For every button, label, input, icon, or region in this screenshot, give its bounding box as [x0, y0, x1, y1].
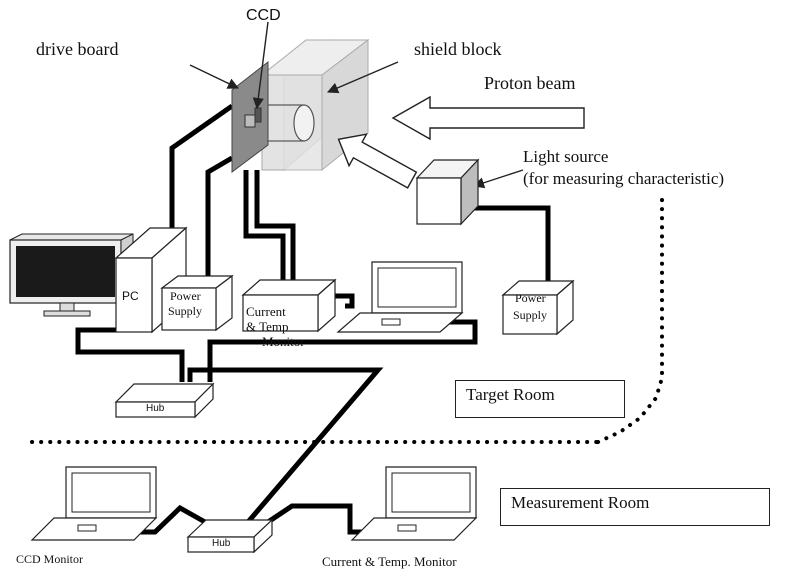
arrow-shield-block	[326, 61, 399, 94]
current-temp-monitor-box	[241, 278, 337, 333]
power-supply-right-label-2: Supply	[513, 308, 548, 322]
pc-label: PC	[122, 289, 139, 303]
hub-top-box	[114, 382, 215, 419]
arrow-light-source	[472, 169, 524, 189]
light-source-sublabel: (for measuring characteristic)	[523, 169, 725, 188]
power-supply-right-label-1: Power	[515, 291, 546, 305]
arrow-drive-board	[189, 64, 240, 89]
current-temp-monitor-label: Current & Temp. Monitor	[322, 554, 457, 569]
hub-top-label: Hub	[146, 403, 165, 414]
laptop-target-room	[336, 261, 464, 333]
target-room-label: Target Room	[455, 380, 625, 418]
cable-pc-to-board	[169, 103, 234, 230]
power-supply-left-label-2: Supply	[168, 304, 203, 318]
hub-bottom-box	[186, 518, 274, 554]
cable-power-to-board	[205, 155, 234, 280]
current-temp-label-1: Current	[246, 304, 286, 319]
laptop-ccd-monitor	[30, 466, 158, 541]
power-supply-right	[501, 279, 575, 336]
shield-block-label: shield block	[414, 39, 502, 59]
proton-beam-label: Proton beam	[484, 73, 576, 93]
cable-laptop-to-hub	[207, 319, 478, 382]
laptop-current-temp-monitor	[350, 466, 478, 541]
cable-hub-to-ct-laptop	[266, 503, 368, 535]
desktop-monitor	[9, 233, 134, 317]
ccd-label: CCD	[246, 7, 281, 24]
cable-pc-to-hub	[75, 327, 185, 382]
proton-beam-arrow	[391, 95, 585, 141]
current-temp-label-3: Monitor	[262, 334, 305, 349]
light-source-label: Light source	[523, 147, 609, 166]
pointer-arrows	[189, 21, 524, 189]
arrow-ccd	[252, 21, 269, 110]
drive-board-label: drive board	[36, 39, 119, 59]
power-supply-left	[160, 274, 234, 332]
light-arrow	[337, 133, 418, 189]
cable-board-to-monitor-b	[254, 170, 296, 280]
current-temp-label-2: & Temp	[246, 319, 289, 334]
measurement-room-label: Measurement Room	[500, 488, 770, 526]
cable-light-to-power	[465, 205, 551, 282]
light-source-box	[415, 158, 480, 226]
power-supply-left-label-1: Power	[170, 289, 201, 303]
cable-hub-to-hub	[187, 367, 384, 524]
ccd-monitor-label: CCD Monitor	[16, 552, 84, 566]
cable-board-to-monitor-a	[243, 170, 286, 280]
room-boundary	[30, 198, 664, 444]
cable-monitor-to-laptop	[335, 293, 355, 309]
hub-bottom-label: Hub	[212, 538, 231, 549]
